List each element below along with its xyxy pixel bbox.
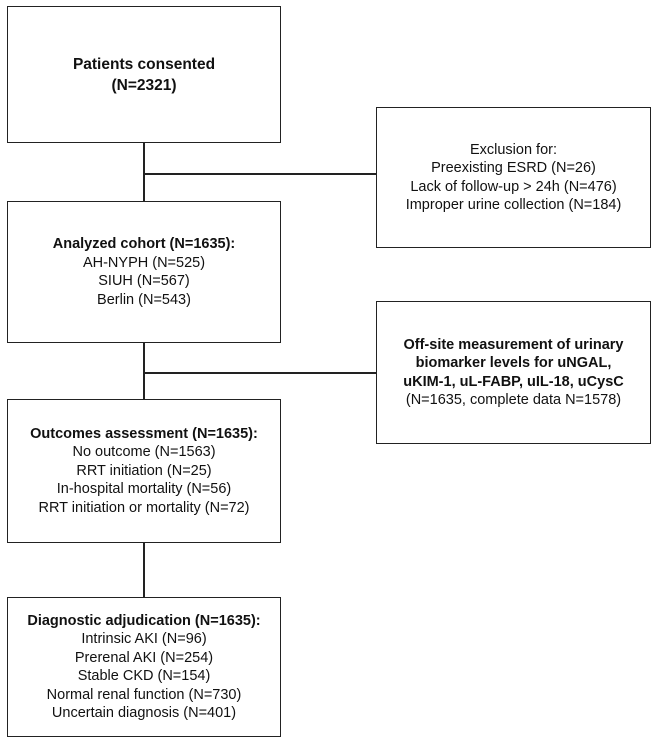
exclusion-item: Preexisting ESRD (N=26) <box>431 160 596 176</box>
exclusion-title: Exclusion for: <box>469 141 558 158</box>
offsite-title-line: Off-site measurement of urinary <box>403 336 624 353</box>
exclusion-item: Improper urine collection (N=184) <box>405 197 622 213</box>
connector-to-offsite-measurement <box>143 372 376 374</box>
offsite-note: (N=1635, complete data N=1578) <box>405 392 622 408</box>
cohort-item: AH-NYPH (N=525) <box>82 254 206 271</box>
outcome-item: In-hospital mortality (N=56) <box>56 481 232 498</box>
adjudication-item: Prerenal AKI (N=254) <box>74 649 214 666</box>
diagnostic-adjudication-box: Diagnostic adjudication (N=1635): Intrin… <box>7 597 281 737</box>
connector-cohort-to-outcomes <box>143 343 145 399</box>
patients-consented-count: (N=2321) <box>111 76 177 94</box>
outcome-item: RRT initiation or mortality (N=72) <box>38 499 250 516</box>
offsite-title-line: biomarker levels for uNGAL, <box>415 355 612 371</box>
adjudication-item: Normal renal function (N=730) <box>46 686 242 703</box>
connector-outcomes-to-adjudication <box>143 543 145 597</box>
patients-consented-box: Patients consented (N=2321) <box>7 6 281 143</box>
adjudication-item: Intrinsic AKI (N=96) <box>81 631 207 647</box>
offsite-title-line: uKIM-1, uL-FABP, uIL-18, uCysC <box>403 373 624 390</box>
cohort-item: SIUH (N=567) <box>98 273 190 289</box>
patients-consented-title: Patients consented <box>72 55 216 73</box>
connector-to-exclusion <box>143 173 376 175</box>
adjudication-item: Uncertain diagnosis (N=401) <box>51 705 237 721</box>
outcome-item: RRT initiation (N=25) <box>76 462 212 479</box>
offsite-measurement-box: Off-site measurement of urinary biomarke… <box>376 301 651 444</box>
adjudication-item: Stable CKD (N=154) <box>77 668 211 684</box>
analyzed-cohort-title: Analyzed cohort (N=1635): <box>52 236 236 252</box>
cohort-item: Berlin (N=543) <box>97 291 191 308</box>
exclusion-item: Lack of follow-up > 24h (N=476) <box>410 178 617 195</box>
diagnostic-adjudication-title: Diagnostic adjudication (N=1635): <box>27 612 261 629</box>
analyzed-cohort-box: Analyzed cohort (N=1635): AH-NYPH (N=525… <box>7 201 281 343</box>
connector-consented-to-cohort <box>143 143 145 201</box>
outcome-item: No outcome (N=1563) <box>72 444 216 461</box>
exclusion-box: Exclusion for: Preexisting ESRD (N=26) L… <box>376 107 651 248</box>
outcomes-assessment-title: Outcomes assessment (N=1635): <box>30 425 258 442</box>
outcomes-assessment-box: Outcomes assessment (N=1635): No outcome… <box>7 399 281 543</box>
